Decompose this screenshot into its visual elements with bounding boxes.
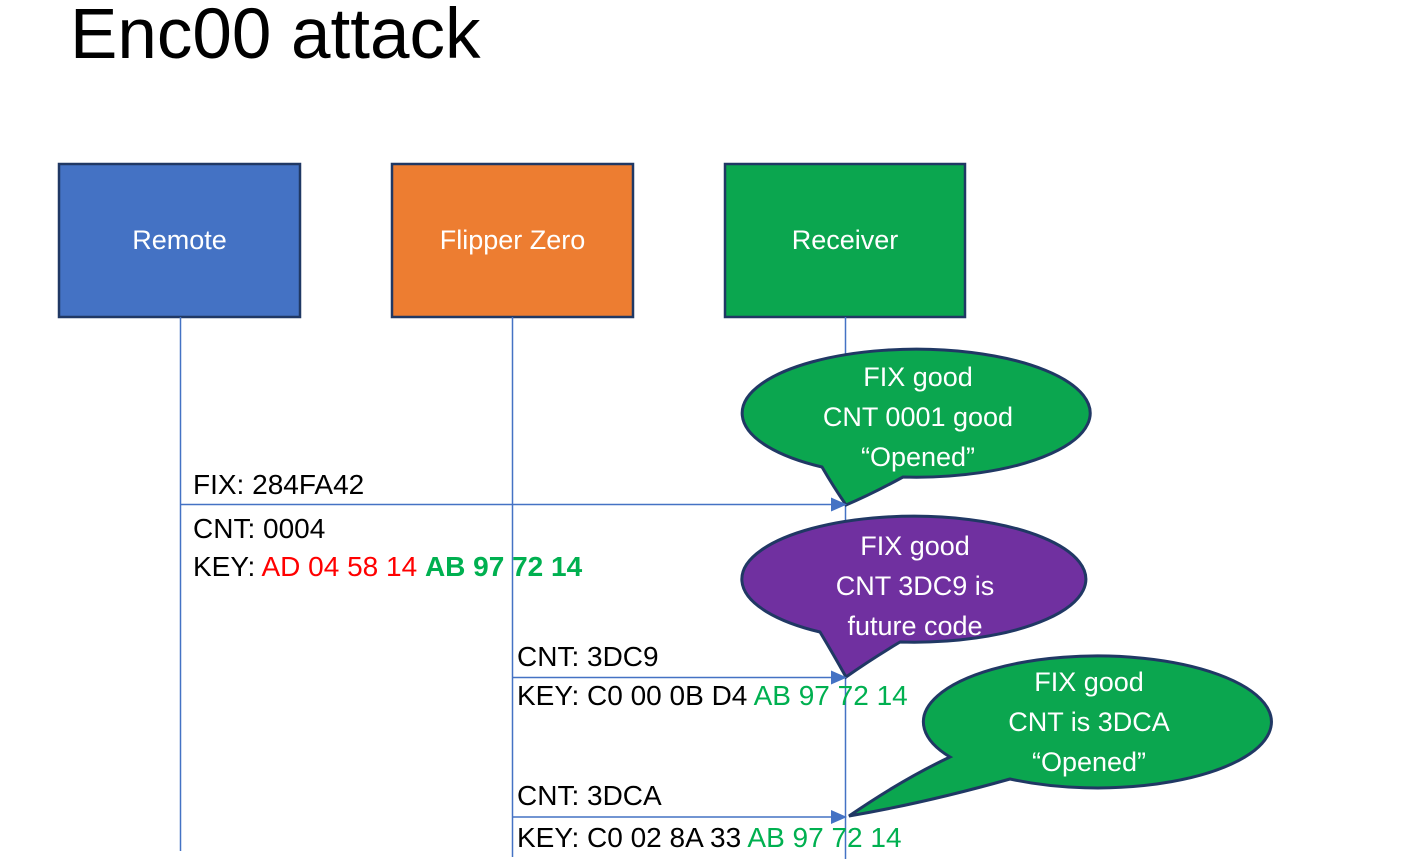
msg3-cnt-label: CNT: 3DCA: [517, 780, 662, 811]
msg3-key-green-part: AB 97 72 14: [747, 822, 902, 853]
message-arrow-1-head: [831, 497, 847, 512]
msg2-key-label: KEY: C0 00 0B D4 AB 97 72 14: [517, 679, 908, 713]
msg1-key-prefix: KEY:: [193, 551, 262, 582]
message-arrow-3-head: [831, 810, 847, 824]
msg3-key-prefix: KEY: C0 02 8A 33: [517, 822, 748, 853]
actor-box-flipper-zero: [390, 162, 635, 319]
actor-box-remote: [57, 162, 302, 319]
msg1-cnt-label: CNT: 0004: [193, 513, 326, 544]
message-arrow-2-head: [831, 670, 847, 685]
msg2-key-prefix: KEY: C0 00 0B D4: [517, 680, 754, 711]
speech-bubble-opened-2: [848, 654, 1273, 818]
msg1-key-green-part: AB 97 72 14: [424, 551, 583, 582]
page-title: Enc00 attack: [70, 0, 481, 74]
msg1-fix-label: FIX: 284FA42: [193, 469, 365, 500]
msg2-key-green-part: AB 97 72 14: [753, 680, 908, 711]
msg1-key-red-part: AD 04 58 14: [261, 551, 425, 582]
speech-bubble-opened-1: [740, 347, 1092, 507]
actor-box-receiver: [723, 162, 967, 319]
msg1-key-label: KEY: AD 04 58 14 AB 97 72 14: [193, 550, 582, 584]
speech-bubble-future-code: [740, 514, 1088, 680]
msg2-cnt-label: CNT: 3DC9: [517, 641, 659, 672]
msg3-key-label: KEY: C0 02 8A 33 AB 97 72 14: [517, 821, 902, 855]
